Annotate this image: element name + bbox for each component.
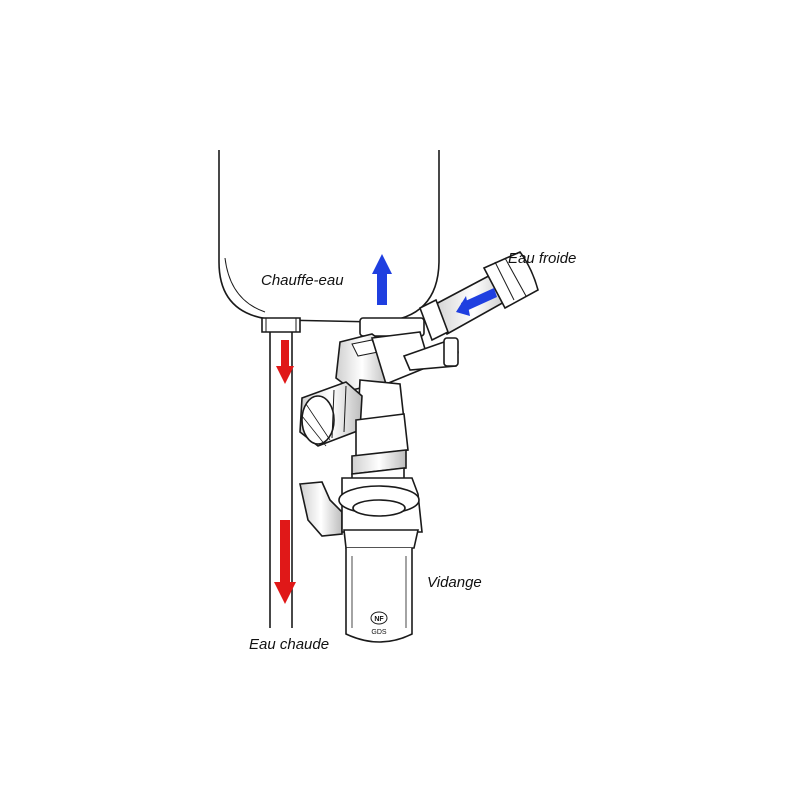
hot-water-pipe <box>261 317 301 628</box>
down-arrow-icon <box>274 520 296 604</box>
down-arrow-icon <box>276 340 294 384</box>
left-arrow-icon <box>456 288 497 316</box>
siphon-marks: NF GDS <box>371 616 387 636</box>
up-arrow-icon <box>372 254 392 305</box>
drain-label: Vidange <box>427 574 482 591</box>
hot-water-label: Eau chaude <box>249 636 330 653</box>
safety-group <box>299 317 459 485</box>
hot-water-arrows <box>274 340 296 604</box>
cold-water-label: Eau froide <box>508 250 577 267</box>
water-heater-tank <box>218 150 440 323</box>
gds-mark: GDS <box>371 629 387 636</box>
heater-label: Chauffe-eau <box>261 272 344 289</box>
drain-siphon <box>299 477 423 643</box>
nf-logo: NF <box>374 616 384 623</box>
cold-water-arrows <box>372 254 497 316</box>
